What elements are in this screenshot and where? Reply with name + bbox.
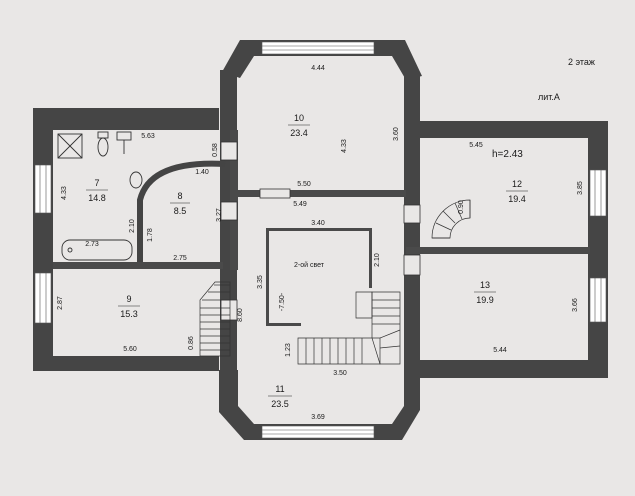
room-9: 9 15.3 [118, 294, 140, 319]
dim-stair-1-23: 1.23 [285, 343, 292, 357]
window-bottom-center [261, 425, 375, 439]
room-area: 8.5 [174, 206, 187, 216]
dim-door-0-58: 0.58 [212, 143, 219, 157]
wall-left-wing-bottom [33, 356, 219, 371]
door-8-11 [220, 201, 238, 221]
room-area: 15.3 [120, 309, 138, 319]
door-11-12 [403, 204, 421, 224]
room-number: 8 [177, 191, 182, 201]
room-7: 7 14.8 [86, 178, 108, 203]
dim-room-7-left: 4.33 [61, 186, 68, 200]
dim-void-left: 3.35 [257, 275, 264, 289]
void-level: -7.50- [279, 292, 286, 311]
stairs [199, 199, 471, 365]
room-number: 11 [275, 384, 284, 394]
window-right-room-13 [589, 277, 607, 323]
dim-stair-0-86: 0.86 [188, 336, 195, 350]
room-area: 23.4 [290, 128, 308, 138]
dim-room-11-top: 5.49 [293, 201, 307, 208]
dim-room-8-1-78: 1.78 [147, 228, 154, 242]
dim-room-12-top: 5.45 [469, 142, 483, 149]
door-openings [220, 141, 421, 321]
room-13: 13 19.9 [474, 280, 496, 305]
window-left-room-9 [34, 272, 52, 324]
curved-wall-room-8 [137, 160, 226, 262]
room-12: 12 19.4 [506, 179, 528, 204]
door-11-13 [403, 254, 421, 276]
bathtub-icon [61, 239, 133, 261]
wall-12-13 [406, 247, 590, 254]
window-top-center [261, 41, 375, 55]
dim-bottom-center: 3.69 [311, 414, 325, 421]
dim-stair-8-60: 8.60 [237, 308, 244, 322]
dim-room-10-height: 4.33 [341, 139, 348, 153]
dim-top-center: 4.44 [311, 65, 325, 72]
door-9-11 [220, 299, 238, 321]
height-label: h=2.43 [492, 149, 523, 160]
wall-void-frame [266, 228, 371, 231]
floor-label: 2 этаж [568, 57, 595, 67]
wall-void-bottom [266, 323, 301, 326]
room-number: 13 [480, 280, 490, 290]
void-label: 2-ой свет [294, 261, 325, 269]
dim-room-8-bottom: 2.75 [173, 255, 187, 262]
room-area: 23.5 [271, 399, 289, 409]
room-number: 10 [294, 113, 304, 123]
stair-room-9 [199, 281, 231, 357]
dim-room-8-right: 3.27 [216, 208, 223, 222]
windows [34, 41, 607, 439]
room-number: 7 [94, 178, 99, 188]
room-area: 19.4 [508, 194, 526, 204]
dim-room-7-2-10: 2.10 [129, 219, 136, 233]
wall-8-right [230, 130, 238, 270]
door-10-11 [259, 188, 291, 199]
wall-void-right [369, 228, 372, 288]
dim-room-13-bottom: 5.44 [493, 347, 507, 354]
room-8: 8 8.5 [170, 191, 190, 216]
room-area: 19.9 [476, 295, 494, 305]
dim-void-top: 3.40 [311, 220, 325, 227]
wall-right-wing-top [404, 121, 608, 138]
room-number: 12 [512, 179, 522, 189]
dim-room-10-bottom: 5.50 [297, 181, 311, 188]
dim-room-9-bottom: 5.60 [123, 346, 137, 353]
room-10: 10 23.4 [288, 113, 310, 138]
building-label: лит.А [538, 92, 560, 102]
wall-center-right-upper [404, 76, 420, 376]
inner-walls [53, 130, 590, 326]
bathroom-fixtures [57, 131, 143, 261]
room-area: 14.8 [88, 193, 106, 203]
sink-icon [116, 131, 132, 154]
toilet-icon [97, 131, 109, 157]
dim-stair-3-50: 3.50 [333, 370, 347, 377]
window-left-room-7 [34, 164, 52, 214]
stair-room-12-spiral [431, 199, 471, 239]
dim-room-7-top: 5.63 [141, 133, 155, 140]
dim-room-12-right: 3.85 [577, 181, 584, 195]
dim-spiral-stair: 0.90 [458, 200, 465, 214]
dim-1-40: 1.40 [195, 169, 209, 176]
room-11: 11 23.5 [268, 384, 292, 409]
stair-room-11 [297, 291, 401, 365]
wall-10-bottom [236, 190, 406, 197]
dim-room-10-right: 3.60 [393, 127, 400, 141]
room-number: 9 [126, 294, 131, 304]
wall-7-8-9 [53, 262, 223, 269]
door-7-10 [220, 141, 238, 161]
dim-room-13-right: 3.66 [572, 298, 579, 312]
wall-void-left [266, 228, 269, 326]
dimension-labels: 4.44 5.63 4.33 3.60 5.45 3.85 0.58 1.40 … [57, 65, 584, 421]
wall-right-wing-bottom [404, 360, 608, 378]
bidet-icon [129, 171, 143, 189]
window-right-room-12 [589, 169, 607, 217]
wall-left-wing-top [33, 108, 219, 130]
shower-icon [57, 133, 83, 159]
dim-bathtub: 2.73 [85, 241, 99, 248]
wall-right-wing-right [588, 121, 608, 378]
dim-room-9-left: 2.87 [57, 296, 64, 310]
dim-void-right: 2.10 [374, 253, 381, 267]
wall-left-wing-left [33, 108, 53, 370]
